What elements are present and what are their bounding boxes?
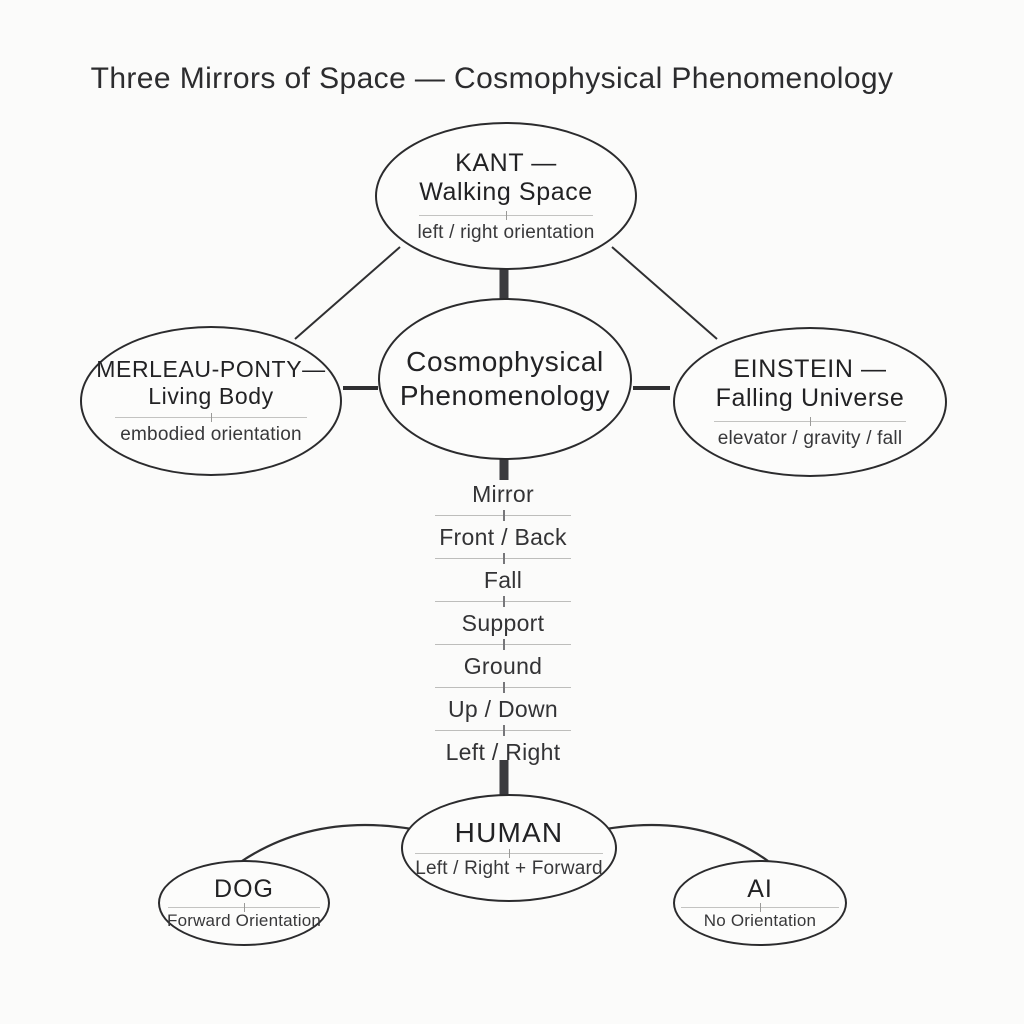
connector-ladder-human-bar <box>499 760 509 797</box>
ladder-divider <box>435 596 571 607</box>
node-ai-title: AI <box>747 874 773 903</box>
ladder-item-fall: Fall <box>483 566 523 593</box>
node-kant-title-line2: Walking Space <box>419 178 593 206</box>
ladder-divider <box>435 639 571 650</box>
node-human-title: HUMAN <box>454 816 564 848</box>
ladder-divider <box>435 725 571 736</box>
connector-center-ladder-bar <box>499 454 509 480</box>
connector-human-ai-arc <box>605 823 769 862</box>
node-kant-subtitle: left / right orientation <box>417 221 595 243</box>
diagram-title: Three Mirrors of Space — Cosmophysical P… <box>90 62 894 95</box>
ladder-item-front-back: Front / Back <box>439 523 567 550</box>
node-merleau-divider <box>115 413 307 423</box>
node-einstein: EINSTEIN — Falling Universe elevator / g… <box>673 327 947 477</box>
node-dog: DOG Forward Orientation <box>158 860 330 946</box>
node-human-divider <box>415 849 603 859</box>
ladder-item-up-down: Up / Down <box>447 695 559 722</box>
node-dog-subtitle: Forward Orientation <box>166 911 322 931</box>
node-ai-subtitle: No Orientation <box>703 911 817 931</box>
ladder-item-left-right: Left / Right <box>445 738 561 765</box>
node-kant: KANT — Walking Space left / right orient… <box>375 122 637 270</box>
node-einstein-subtitle: elevator / gravity / fall <box>717 427 903 449</box>
node-ai-divider <box>681 903 839 913</box>
orientation-ladder: Mirror Front / Back Fall Support Ground … <box>383 477 623 769</box>
connector-kant-einstein-line <box>611 246 718 340</box>
node-kant-title-line1: KANT — <box>455 148 557 177</box>
ladder-item-mirror: Mirror <box>472 480 534 507</box>
ladder-item-support: Support <box>461 609 545 636</box>
connector-kant-merleau-line <box>294 246 401 340</box>
node-human-subtitle: Left / Right + Forward <box>415 858 603 880</box>
node-merleau-ponty: MERLEAU-PONTY— Living Body embodied orie… <box>80 326 342 476</box>
node-einstein-title-line1: EINSTEIN — <box>733 354 887 383</box>
node-einstein-title-line2: Falling Universe <box>715 384 905 412</box>
node-center-title-line1: Cosmophysical <box>406 345 604 377</box>
ladder-divider <box>435 510 571 521</box>
connector-human-dog-arc <box>241 823 413 862</box>
node-einstein-divider <box>714 416 906 426</box>
node-center-title-line2: Phenomenology <box>399 380 611 411</box>
node-dog-divider <box>168 903 320 913</box>
node-human: HUMAN Left / Right + Forward <box>401 794 617 902</box>
node-merleau-subtitle: embodied orientation <box>120 424 302 446</box>
ladder-divider <box>435 682 571 693</box>
node-dog-title: DOG <box>214 874 274 903</box>
ladder-divider <box>435 553 571 564</box>
node-ai: AI No Orientation <box>673 860 847 946</box>
connector-kant-center-bar <box>499 267 509 300</box>
node-merleau-title-line1: MERLEAU-PONTY— <box>96 355 326 382</box>
ladder-item-ground: Ground <box>463 652 543 679</box>
node-kant-divider <box>419 210 593 220</box>
node-cosmophysical-phenomenology: Cosmophysical Phenomenology <box>378 298 632 460</box>
node-merleau-title-line2: Living Body <box>148 383 274 409</box>
